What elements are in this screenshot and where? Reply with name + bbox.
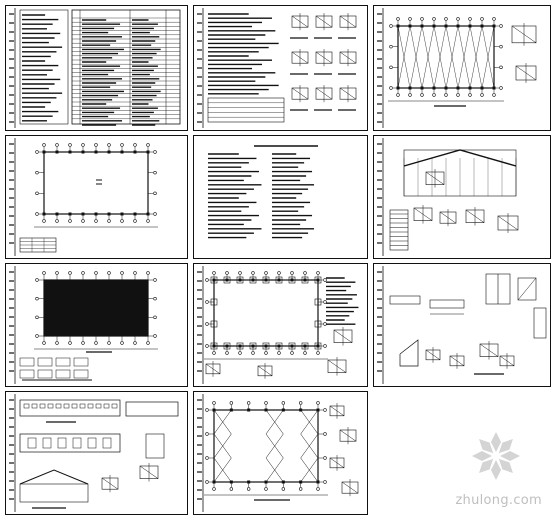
drawing-sheet[interactable] <box>5 391 188 515</box>
sheet-drawing <box>9 138 158 256</box>
drawing-sheet[interactable] <box>193 391 368 515</box>
drawing-sheet[interactable] <box>373 5 551 131</box>
drawing-sheet[interactable] <box>5 135 188 259</box>
drawing-sheet[interactable] <box>373 263 551 387</box>
sheet-drawing <box>197 394 359 512</box>
flower-logo-icon <box>472 432 520 480</box>
drawing-sheet[interactable] <box>193 5 368 131</box>
drawing-sheet[interactable] <box>193 263 368 387</box>
sheet-drawing <box>377 266 547 384</box>
sheet-drawing <box>9 8 181 128</box>
sheet-drawing <box>197 266 359 384</box>
drawing-sheet[interactable] <box>373 135 551 259</box>
drawing-sheet[interactable] <box>193 135 368 259</box>
sheet-drawing <box>197 8 357 128</box>
sheet-drawing <box>377 8 537 128</box>
drawing-sheet[interactable] <box>5 263 188 387</box>
watermark-text: zhulong.com <box>455 493 542 508</box>
sheet-drawing <box>208 145 318 239</box>
sheet-drawing <box>377 138 519 256</box>
drawing-sheet[interactable] <box>5 5 188 131</box>
sheet-drawing <box>9 266 158 384</box>
sheet-drawing <box>9 394 179 512</box>
